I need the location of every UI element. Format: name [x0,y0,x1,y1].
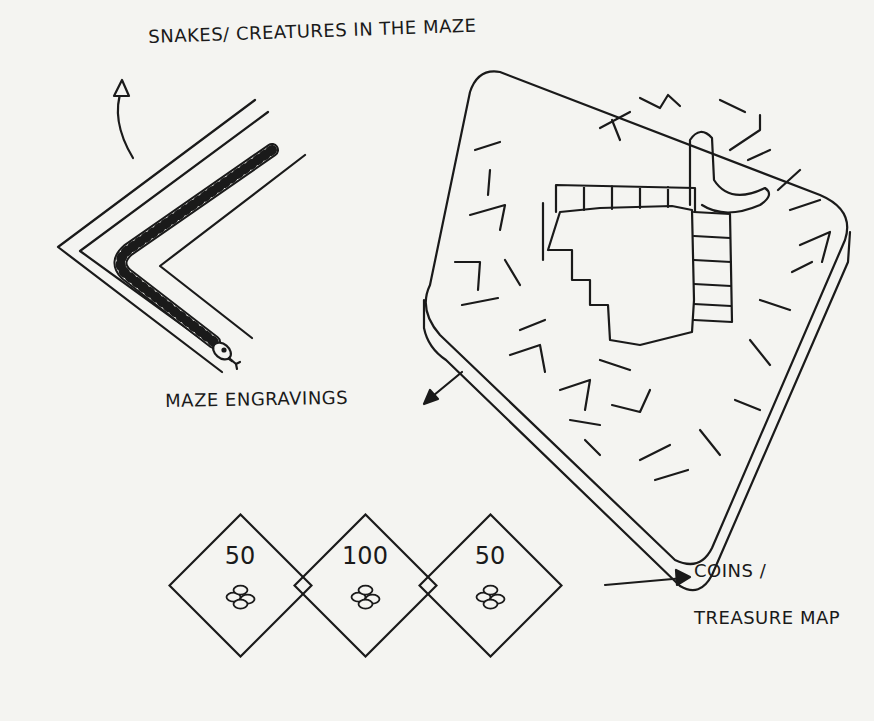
diamond-outline [418,513,563,658]
annotation-label: COINS / TREASURE MAP [694,548,870,642]
arrow-head [424,390,438,404]
snake-figure [120,150,272,369]
corridor-wall [80,112,268,361]
coin-diamond: 50 [418,513,563,658]
coin-diamond: 100 [293,513,438,658]
coin-value: 50 [168,542,313,570]
annotation-label: SNAKES/ CREATURES IN THE MAZE [148,15,477,47]
coin-icon [351,585,379,608]
diamond-outline [168,513,313,658]
coin-diamond: 50 [168,513,313,658]
coin-icon [226,585,254,608]
leader-arrow [118,88,133,158]
coin-icon [476,585,504,608]
diamond-outline [293,513,438,658]
annotation-label: MAZE ENGRAVINGS [165,387,348,411]
coin-value: 100 [293,542,438,570]
arrow-head [676,570,690,585]
coin-value: 50 [418,542,563,570]
leader-arrow [605,578,684,585]
maze-tile [424,71,850,590]
arrow-head [114,80,129,96]
